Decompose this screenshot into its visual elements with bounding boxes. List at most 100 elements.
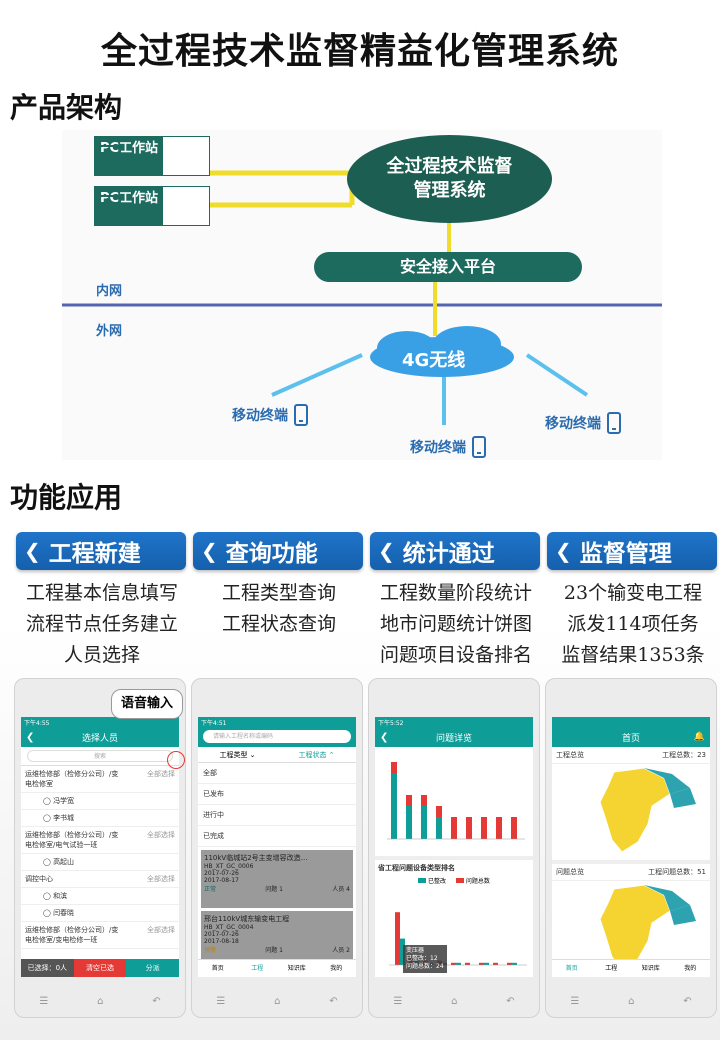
voice-input-bubble[interactable]: 语音输入 <box>111 689 183 719</box>
bar-total <box>451 817 457 839</box>
status-bar: 下午4:51 <box>198 717 356 727</box>
tab-label: 工程新建 <box>48 541 141 567</box>
list-item[interactable]: ◯ 闫春晓 <box>21 905 179 922</box>
status-badge: 正常 <box>204 886 217 893</box>
tab-statistics[interactable]: ❮ 统计通过 <box>370 532 540 570</box>
select-all-link[interactable]: 全部选择 <box>147 770 175 778</box>
person-name: 李书城 <box>53 814 75 822</box>
mobile-terminal-label: 移动终端 <box>410 440 466 456</box>
filter-option[interactable]: 全部 <box>198 763 356 784</box>
network-node: 4G无线 <box>402 350 466 371</box>
function-description: 23个输变电工程 派发114项任务 监督结果1353条 <box>545 578 720 671</box>
menu-icon[interactable]: ☰ <box>570 996 580 1007</box>
monitor-icon <box>95 195 121 213</box>
select-all-link[interactable]: 全部选择 <box>147 831 175 839</box>
filter-bar: 工程类型 ⌄ 工程状态 ⌃ <box>198 747 356 763</box>
bar-fixed <box>391 773 397 839</box>
tab-project[interactable]: 工程 <box>605 965 618 972</box>
search-input[interactable]: 请输入工程名称或编码 <box>203 730 351 743</box>
chevron-left-icon: ❮ <box>378 539 395 563</box>
back-icon[interactable]: ❮ <box>26 731 35 743</box>
phone-supervision: 首页 🔔 工程总览 工程总数：23 问题总览 工程问题总数：51 首页 工程 知… <box>545 678 717 1018</box>
home-icon[interactable]: ⌂ <box>451 996 458 1007</box>
bar-total <box>493 962 498 965</box>
group-header[interactable]: 运维检修部（检修分公司）/变电检修室 全部选择 <box>21 766 179 793</box>
back-icon[interactable]: ❮ <box>380 731 389 743</box>
filter-option[interactable]: 已发布 <box>198 784 356 805</box>
pc-workstation-label: PC工作站 <box>95 137 163 175</box>
list-item[interactable]: ◯ 冯学宽 <box>21 793 179 810</box>
tab-mine[interactable]: 我的 <box>330 965 343 972</box>
group-header[interactable]: 运维检修部（检修分公司）/变电检修室/变电检修一班 全部选择 <box>21 922 179 949</box>
back-key-icon[interactable]: ↶ <box>152 996 161 1007</box>
tab-knowledge[interactable]: 知识库 <box>641 965 660 972</box>
phone-screen: 下午4:51 请输入工程名称或编码 工程类型 ⌄ 工程状态 ⌃ 全部 已发布 进… <box>198 717 356 977</box>
tab-supervision[interactable]: ❮ 监督管理 <box>547 532 717 570</box>
group-header[interactable]: 调控中心 全部选择 <box>21 871 179 888</box>
clear-button[interactable]: 清空已选 <box>73 959 127 977</box>
description-line: 派发114项任务 <box>567 613 699 635</box>
nav-bar: ❮ 选择人员 <box>21 727 179 747</box>
overview-header: 工程总览 工程总数：23 <box>552 747 710 764</box>
filter-type[interactable]: 工程类型 ⌄ <box>219 751 256 759</box>
tab-label: 查询功能 <box>225 541 318 567</box>
status-bar: 下午4:55 <box>21 717 179 727</box>
bar-total <box>507 962 512 965</box>
person-name: 高起山 <box>53 858 75 866</box>
tab-home[interactable]: 首页 <box>211 965 224 972</box>
person-name: 和滨 <box>53 892 68 900</box>
project-card[interactable]: 110kV临城站2号主变增容改造… HB_XT_GC_0006 2017-07-… <box>201 850 353 908</box>
description-line: 工程类型查询 <box>221 582 336 604</box>
home-icon[interactable]: ⌂ <box>97 996 104 1007</box>
select-all-link[interactable]: 全部选择 <box>147 926 175 934</box>
people-count: 人员 4 <box>332 886 350 893</box>
description-line: 监督结果1353条 <box>561 644 705 666</box>
home-icon[interactable]: ⌂ <box>274 996 281 1007</box>
list-item[interactable]: ◯ 和滨 <box>21 888 179 905</box>
bar-total <box>465 962 470 965</box>
soft-keys: ☰ ⌂ ↶ <box>15 996 185 1007</box>
search-input[interactable]: 搜索 <box>27 750 173 762</box>
status-bar: 下午5:52 <box>375 717 533 727</box>
tab-project-create[interactable]: ❮ 工程新建 <box>16 532 186 570</box>
pc-workstation-label: PC工作站 <box>95 187 163 225</box>
filter-option[interactable]: 已完成 <box>198 826 356 847</box>
mobile-terminal-center: 移动终端 <box>410 436 486 458</box>
search-bar: 请输入工程名称或编码 <box>198 727 356 747</box>
device-bar-chart <box>389 912 527 966</box>
tab-query[interactable]: ❮ 查询功能 <box>193 532 363 570</box>
phone-icon <box>472 436 486 458</box>
tab-project[interactable]: 工程 <box>251 965 264 972</box>
architecture-heading: 产品架构 <box>10 91 123 124</box>
tab-knowledge[interactable]: 知识库 <box>287 965 306 972</box>
bell-icon[interactable]: 🔔 <box>693 732 705 742</box>
back-key-icon[interactable]: ↶ <box>329 996 338 1007</box>
list-item[interactable]: ◯ 高起山 <box>21 854 179 871</box>
architecture-lines <box>62 170 662 425</box>
project-name: 110kV临城站2号主变增容改造… <box>204 854 308 862</box>
filter-option[interactable]: 进行中 <box>198 805 356 826</box>
menu-icon[interactable]: ☰ <box>216 996 226 1007</box>
intranet-label: 内网 <box>96 284 123 299</box>
home-icon[interactable]: ⌂ <box>628 996 635 1007</box>
list-item[interactable]: ◯ 李书城 <box>21 810 179 827</box>
group-header[interactable]: 运维检修部（检修分公司）/变电检修室/电气试验一班 全部选择 <box>21 827 179 854</box>
mobile-terminal-label: 移动终端 <box>232 408 288 424</box>
voice-input-marker[interactable] <box>167 751 185 769</box>
tab-home[interactable]: 首页 <box>565 965 578 972</box>
menu-icon[interactable]: ☰ <box>39 996 49 1007</box>
search-area: 搜索 <box>21 747 179 765</box>
bottom-tab-bar: 首页 工程 知识库 我的 <box>198 959 356 977</box>
back-key-icon[interactable]: ↶ <box>683 996 692 1007</box>
assign-button[interactable]: 分派 <box>126 959 179 977</box>
function-description: 工程数量阶段统计 地市问题统计饼图 问题项目设备排名 <box>368 578 544 671</box>
tab-mine[interactable]: 我的 <box>684 965 697 972</box>
chart-title: 省工程问题设备类型排名 <box>375 856 533 876</box>
select-all-link[interactable]: 全部选择 <box>147 875 175 883</box>
menu-icon[interactable]: ☰ <box>393 996 403 1007</box>
project-date: 2017-07-26 <box>204 870 239 877</box>
project-code: HB_XT_GC_0004 <box>204 924 254 931</box>
filter-status[interactable]: 工程状态 ⌃ <box>298 751 335 759</box>
back-key-icon[interactable]: ↶ <box>506 996 515 1007</box>
problem-bar-chart <box>387 762 525 840</box>
